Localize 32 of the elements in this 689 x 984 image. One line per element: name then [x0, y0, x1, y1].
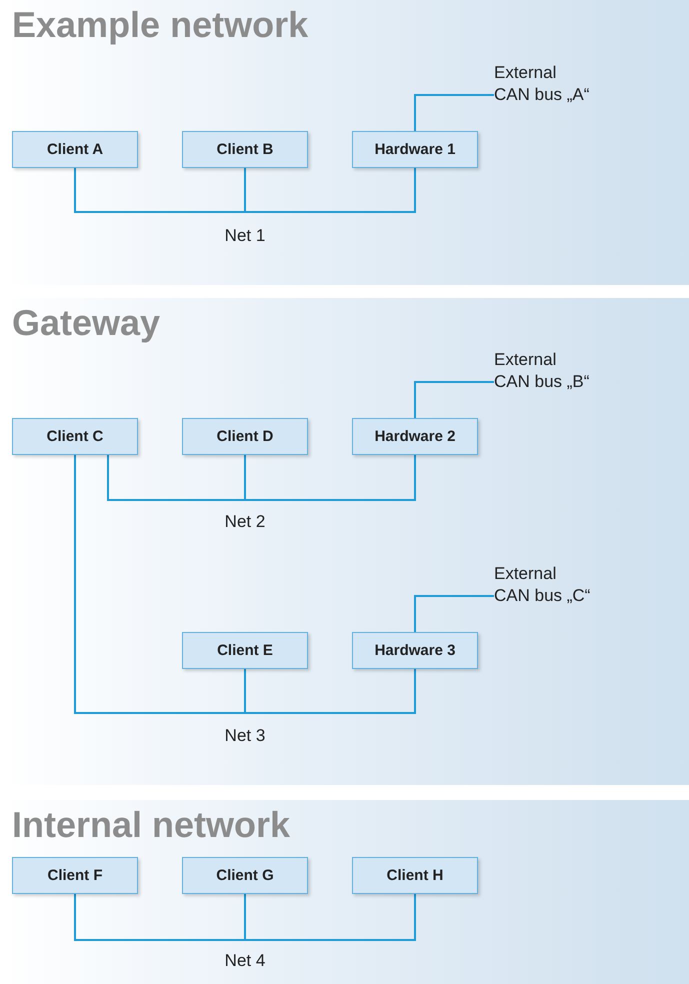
node-box: Client B — [182, 131, 308, 168]
bus-label: External CAN bus „C“ — [494, 563, 594, 607]
network-label: Net 1 — [224, 226, 266, 246]
connector-line — [414, 94, 494, 131]
node-box: Client E — [182, 632, 308, 669]
connector-line — [244, 894, 416, 941]
connector-line — [74, 455, 246, 714]
node-box: Client H — [352, 857, 478, 894]
node-box: Client F — [12, 857, 138, 894]
connector-line — [107, 455, 246, 501]
bus-label: External CAN bus „B“ — [494, 349, 594, 393]
connector-line — [74, 168, 246, 213]
connector-line — [414, 381, 494, 418]
node-box: Hardware 3 — [352, 632, 478, 669]
node-box: Client D — [182, 418, 308, 455]
node-box: Client G — [182, 857, 308, 894]
node-box: Hardware 1 — [352, 131, 478, 168]
section-title: Example network — [12, 4, 308, 46]
connector-line — [244, 669, 416, 714]
connector-line — [244, 168, 416, 213]
node-box: Client C — [12, 418, 138, 455]
network-label: Net 2 — [224, 512, 266, 532]
network-label: Net 4 — [224, 951, 266, 971]
connector-line — [74, 894, 246, 941]
node-box: Client A — [12, 131, 138, 168]
connector-line — [244, 455, 416, 501]
node-box: Hardware 2 — [352, 418, 478, 455]
network-label: Net 3 — [224, 726, 266, 746]
section-title: Gateway — [12, 302, 160, 344]
bus-label: External CAN bus „A“ — [494, 62, 594, 106]
section-title: Internal network — [12, 804, 290, 846]
connector-line — [414, 595, 494, 632]
